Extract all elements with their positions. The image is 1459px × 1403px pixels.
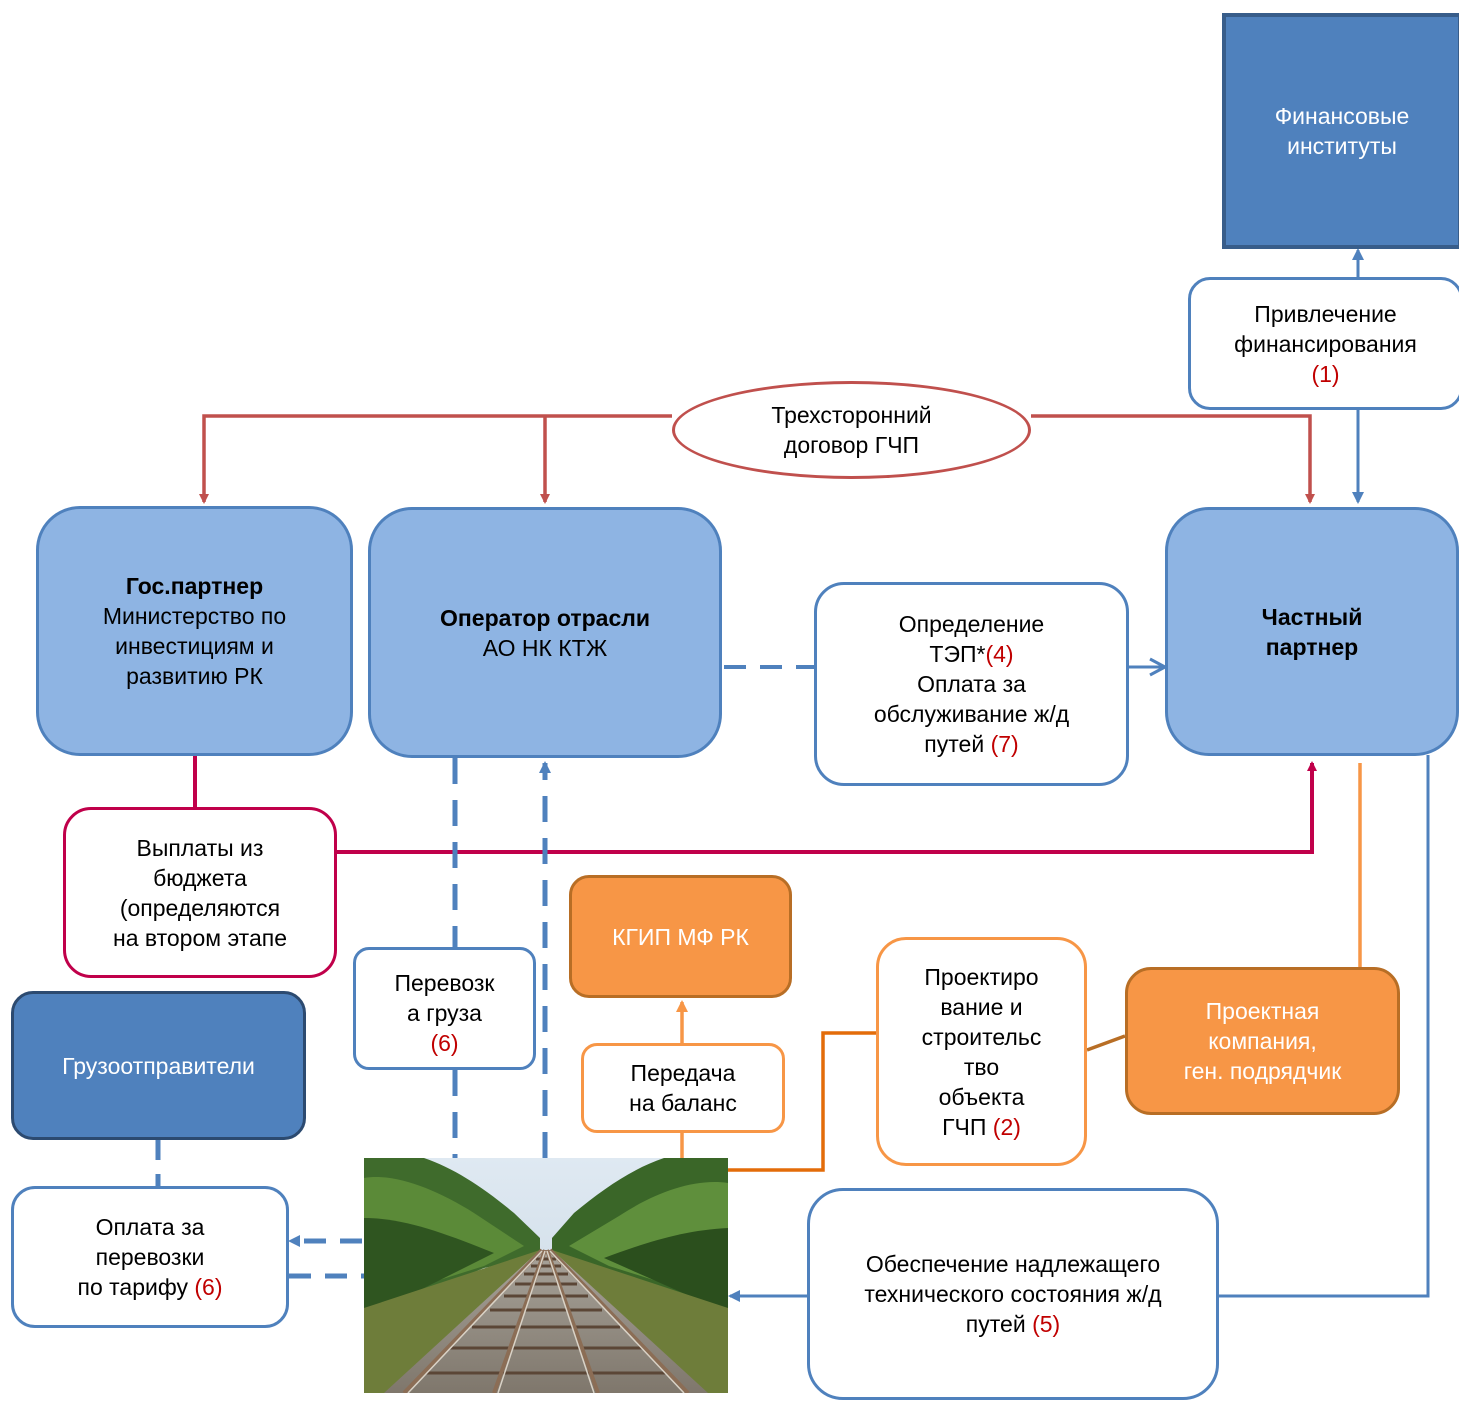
financial-institutions-node: Финансовые институты (1222, 13, 1459, 249)
attract-number: (1) (1311, 360, 1340, 387)
maintenance-line3: путей (965, 1311, 1033, 1337)
gov-line2: инвестициям и (115, 633, 274, 659)
private-line1: Частный (1261, 603, 1363, 630)
cargo-number: (6) (430, 1030, 459, 1056)
cargo-transport-box: Перевозк а груза (6) (353, 947, 536, 1070)
financial-line1: Финансовые (1274, 103, 1410, 129)
tariff-line3: по тарифу (77, 1274, 195, 1300)
design-line5: объекта (938, 1083, 1025, 1110)
gov-line3: развитию РК (126, 663, 263, 689)
payments-line2: бюджета (153, 864, 247, 891)
attract-financing-box: Привлечение финансирования (1) (1188, 277, 1459, 410)
tariff-line3-row: по тарифу (6) (77, 1272, 222, 1302)
tariff-line1: Оплата за (95, 1214, 205, 1240)
agreement-to-gov-arrow (199, 414, 672, 504)
railway-track-image (364, 1158, 728, 1393)
determination-line3: Оплата за (917, 671, 1026, 697)
design-line6: ГЧП (942, 1113, 993, 1140)
determination-line2-row: ТЭП*(4) (929, 639, 1013, 669)
design-line6-row: ГЧП (2) (942, 1112, 1021, 1142)
company-line1: Проектная (1205, 998, 1320, 1024)
tariff-number: (6) (194, 1274, 223, 1300)
financial-line2: институты (1287, 133, 1397, 159)
determination-number-7: (7) (990, 731, 1019, 757)
maintenance-box: Обеспечение надлежащего технического сос… (807, 1188, 1219, 1400)
shippers-node: Грузоотправители (11, 991, 306, 1140)
agreement-line1: Трехсторонний (771, 402, 932, 428)
cargo-line2: а груза (407, 1000, 482, 1026)
attract-line2: финансирования (1234, 330, 1417, 357)
attract-line1: Привлечение (1254, 300, 1397, 327)
company-line2: компания, (1208, 1028, 1317, 1054)
rail-to-design-line (728, 1031, 876, 1172)
balance-line2: на баланс (629, 1090, 737, 1116)
determination-line4: обслуживание ж/д (873, 701, 1070, 727)
operator-title: Оператор отрасли (440, 604, 650, 631)
maintenance-line1: Обеспечение надлежащего (865, 1251, 1161, 1277)
project-company-node: Проектная компания, ген. подрядчик (1125, 967, 1400, 1115)
design-line4: тво (963, 1053, 1000, 1080)
kgip-node: КГИП МФ РК (569, 875, 792, 998)
tariff-line2: перевозки (95, 1244, 205, 1270)
design-number: (2) (992, 1113, 1021, 1140)
determination-line2: ТЭП* (929, 641, 986, 667)
design-to-company-line (1086, 1034, 1126, 1052)
operator-line1: АО НК КТЖ (482, 634, 608, 661)
company-line3: ген. подрядчик (1183, 1058, 1342, 1084)
private-to-maintenance-line (1219, 755, 1430, 1298)
cargo-line1: Перевозк (394, 970, 495, 996)
maintenance-number: (5) (1032, 1311, 1061, 1337)
design-line1: Проектиро (924, 963, 1039, 990)
shippers-label: Грузоотправители (62, 1052, 255, 1079)
payments-line1: Выплаты из (136, 834, 264, 861)
private-partner-node: Частный партнер (1165, 507, 1459, 756)
determination-box: Определение ТЭП*(4) Оплата за обслуживан… (814, 582, 1129, 786)
balance-transfer-box: Передача на баланс (581, 1043, 785, 1133)
gov-partner-node: Гос.партнер Министерство по инвестициям … (36, 506, 353, 756)
payments-line3: (определяются (119, 894, 281, 921)
determination-number-4: (4) (985, 641, 1014, 667)
determination-line5: путей (924, 731, 991, 757)
determination-line5-row: путей (7) (924, 729, 1018, 759)
ppp-agreement-ellipse: Трехсторонний договор ГЧП (672, 381, 1031, 479)
tariff-payment-box: Оплата за перевозки по тарифу (6) (11, 1186, 289, 1328)
agreement-to-private-arrow (1031, 414, 1315, 504)
budget-payments-box: Выплаты из бюджета (определяются на втор… (63, 807, 337, 978)
operator-node: Оператор отрасли АО НК КТЖ (368, 507, 722, 758)
private-line2: партнер (1265, 633, 1359, 660)
balance-line1: Передача (630, 1060, 736, 1086)
maintenance-line2: технического состояния ж/д (864, 1281, 1162, 1307)
gov-title: Гос.партнер (125, 573, 264, 599)
agreement-line2: договор ГЧП (783, 432, 920, 458)
payments-to-private-arrow (337, 761, 1317, 854)
design-line3: строительс (921, 1023, 1042, 1050)
payments-line4: на втором этапе (113, 924, 287, 951)
gov-line1: Министерство по (102, 603, 287, 629)
maintenance-line3-row: путей (5) (966, 1309, 1060, 1339)
design-construction-box: Проектиро вание и строительс тво объекта… (876, 937, 1087, 1166)
design-line2: вание и (940, 993, 1023, 1020)
kgip-label: КГИП МФ РК (612, 923, 749, 950)
determination-line1: Определение (898, 611, 1045, 637)
